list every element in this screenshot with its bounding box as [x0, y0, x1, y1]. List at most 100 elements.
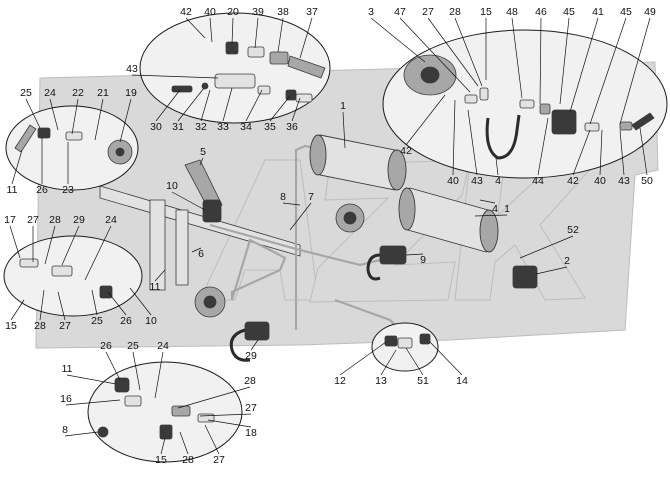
part-label-36: 36: [286, 121, 298, 133]
valve-9: [379, 245, 407, 265]
leader-line-50-33: [639, 127, 648, 176]
leader-line-34-11: [245, 89, 263, 122]
leader-line-31-8: [177, 87, 205, 122]
part-label-2: 2: [564, 255, 570, 267]
part-label-43: 43: [618, 175, 630, 187]
part-label-42: 42: [180, 6, 192, 18]
leader-line-16-74: [65, 399, 121, 406]
leader-line-4-28: [495, 157, 499, 176]
callout-left-middle: [3, 235, 143, 317]
leader-line-21-37: [94, 98, 104, 141]
leader-line-26-63: [107, 291, 127, 316]
part-label-4: 4: [495, 175, 501, 187]
leader-line-40-1: [209, 17, 213, 43]
part-label-12: 12: [334, 375, 346, 387]
part-label-5: 5: [200, 146, 206, 158]
part-label-17: 17: [4, 214, 16, 226]
leader-line-8-78: [64, 431, 99, 437]
part-label-45: 45: [620, 6, 632, 18]
part-label-9: 9: [420, 254, 426, 266]
brake-chamber-rear: [194, 286, 226, 318]
part-label-29: 29: [245, 350, 257, 362]
hose-29: [229, 328, 251, 362]
part-label-40: 40: [204, 6, 216, 18]
part-label-14: 14: [456, 375, 468, 387]
part-label-38: 38: [277, 6, 289, 18]
leader-line-29-57: [61, 225, 80, 266]
part-label-1: 1: [340, 100, 346, 112]
leader-line-45-21: [559, 17, 570, 105]
part-label-32: 32: [195, 121, 207, 133]
leader-line-11-39: [11, 149, 23, 185]
leader-line-10-44: [171, 191, 206, 211]
leader-line-2-53: [535, 266, 568, 275]
leader-line-19-38: [119, 98, 132, 143]
leader-line-6-47: [191, 247, 202, 253]
fittings-bottom-left-callout: [97, 377, 215, 440]
leader-line-33-10: [222, 87, 233, 122]
part-label-4: 4: [492, 203, 498, 215]
leader-line-5-43: [199, 157, 204, 166]
valve-41: [551, 109, 577, 135]
fittings-center-callout: [384, 333, 431, 349]
part-label-24: 24: [44, 87, 56, 99]
part-label-7: 7: [308, 191, 314, 203]
leader-line-43-27: [467, 109, 478, 176]
callout-ellipse-left-upper: [5, 105, 139, 191]
air-receiver-front: [309, 134, 407, 191]
leader-line-3-14: [370, 17, 426, 63]
part-label-11: 11: [7, 184, 18, 196]
frame-side-bracket: [149, 199, 166, 291]
leader-lines: [9, 17, 651, 455]
callout-ellipse-bottom-left: [87, 361, 243, 463]
part-label-46: 46: [535, 6, 547, 18]
leader-line-32-9: [200, 89, 211, 122]
brake-valve-assembly: [184, 159, 223, 223]
part-label-41: 41: [592, 6, 604, 18]
leader-line-9-49: [405, 253, 424, 256]
part-label-35: 35: [264, 121, 276, 133]
leader-line-25-62: [91, 289, 98, 316]
part-label-25: 25: [20, 87, 32, 99]
part-label-47: 47: [394, 6, 406, 18]
part-label-51: 51: [417, 375, 429, 387]
leader-line-49-24: [619, 17, 651, 125]
fittings-top-callout: [171, 41, 326, 103]
part-label-39: 39: [252, 6, 264, 18]
part-label-27: 27: [245, 402, 257, 414]
leader-line-17-54: [9, 225, 21, 259]
leader-line-28-60: [39, 289, 45, 321]
callout-ellipse-left-middle: [3, 235, 143, 317]
leader-line-40-31: [599, 129, 603, 176]
leader-line-18-77: [207, 419, 252, 428]
air-receiver-rear: [398, 187, 499, 253]
vehicle-frame: [99, 144, 406, 336]
part-label-8: 8: [280, 191, 286, 203]
part-label-22: 22: [72, 87, 84, 99]
leader-line-11-48: [154, 269, 166, 282]
valve-29: [244, 321, 270, 341]
part-label-34: 34: [240, 121, 252, 133]
leader-line-35-12: [269, 95, 291, 122]
compressor-3: [403, 54, 457, 96]
brake-chamber-front: [335, 203, 365, 233]
part-label-1: 1: [504, 203, 510, 215]
leader-line-40-26: [452, 99, 456, 176]
part-label-52: 52: [567, 224, 579, 236]
air-line-8: [294, 144, 316, 330]
part-label-24: 24: [157, 340, 169, 352]
part-label-19: 19: [125, 87, 137, 99]
callout-bottom-left: [87, 361, 243, 463]
leader-line-48-19: [511, 17, 523, 99]
part-label-28: 28: [34, 320, 46, 332]
part-label-24: 24: [105, 214, 117, 226]
leader-line-51-68: [405, 347, 424, 376]
part-label-20: 20: [227, 6, 239, 18]
air-line-7: [230, 238, 287, 301]
leader-line-24-72: [154, 351, 164, 399]
part-label-27: 27: [422, 6, 434, 18]
part-label-25: 25: [91, 315, 103, 327]
leader-line-27-16: [427, 17, 479, 87]
